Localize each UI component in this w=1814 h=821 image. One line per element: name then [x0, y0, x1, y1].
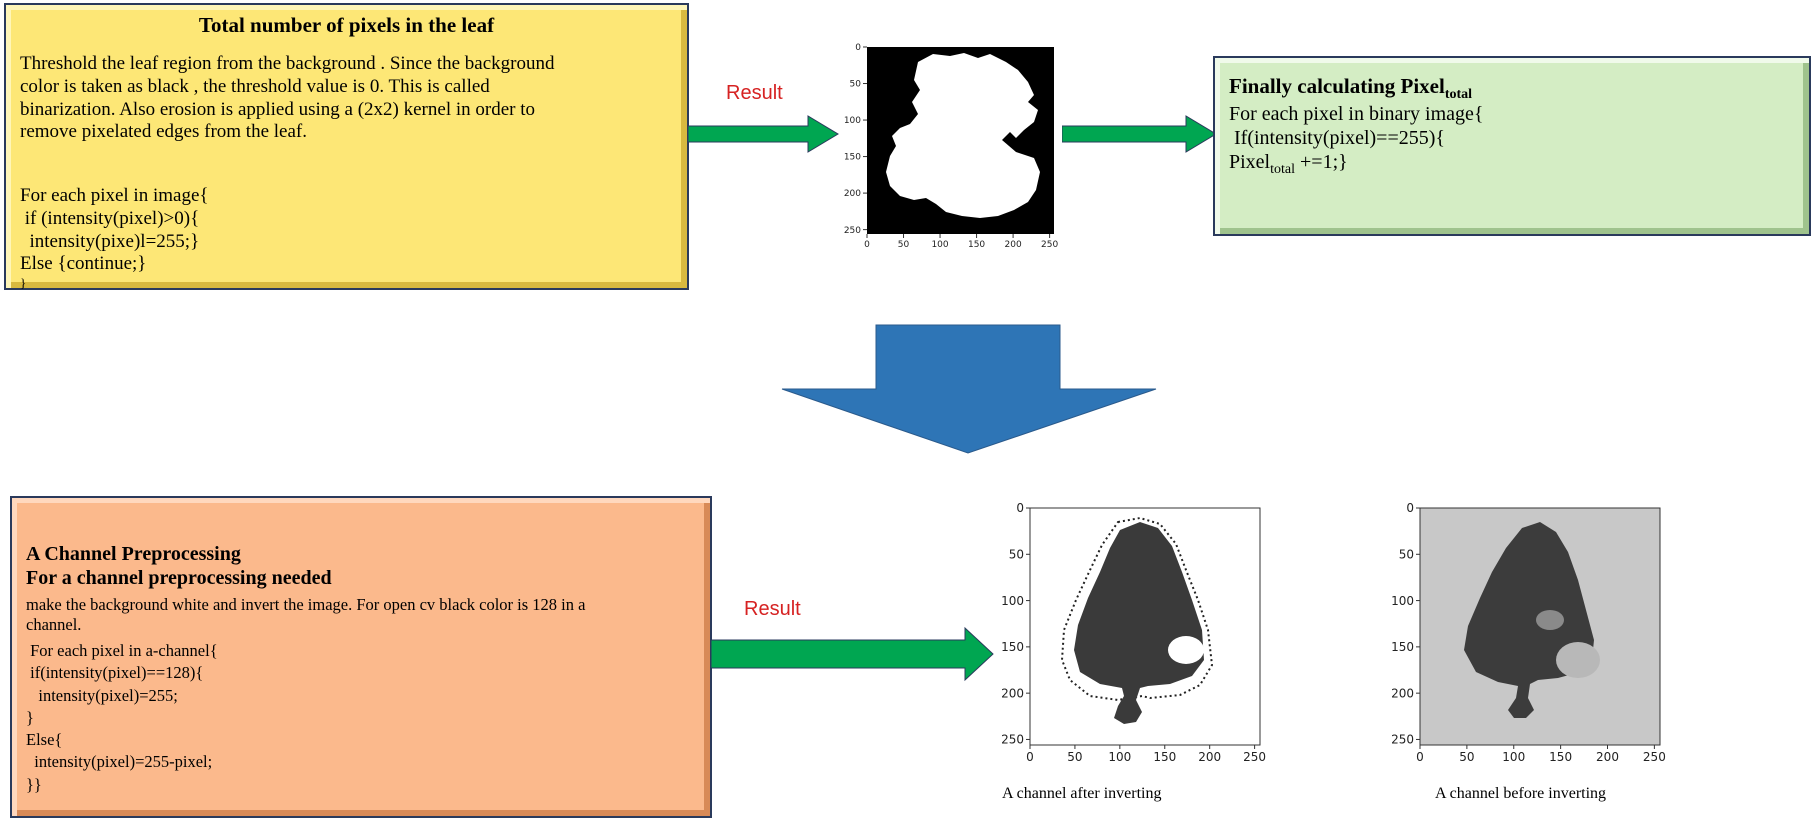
- after-plot-y-tick-label: 150: [1001, 640, 1024, 654]
- before-plot-y-tick-label: 200: [1391, 686, 1414, 700]
- result-label-bottom: Result: [744, 598, 801, 620]
- after-plot-y-tick-label: 200: [1001, 686, 1024, 700]
- threshold-box-title: Total number of pixels in the leaf: [198, 13, 495, 37]
- binary-plot-y-tick-label: 0: [855, 43, 861, 53]
- after-plot-y-tick-label: 250: [1001, 733, 1024, 747]
- before-plot-y-tick-label: 150: [1391, 640, 1414, 654]
- green-arrow-bottom: [711, 626, 994, 682]
- result-label-top: Result: [726, 82, 783, 104]
- description-line: make the background white and invert the…: [26, 595, 586, 614]
- pixel-total-title: Finally calculating Pixeltotal: [1229, 74, 1472, 103]
- binary-plot-x-tick-label: 150: [968, 240, 985, 250]
- before-plot-x-tick-label: 0: [1416, 750, 1424, 764]
- code-line: For each pixel in a-channel{: [26, 641, 218, 660]
- before-plot-y-tick-label: 50: [1399, 547, 1414, 561]
- code-line: }: [26, 707, 34, 727]
- after-leaf-speckle: [1060, 516, 1214, 702]
- after-plot-y-tick-label: 100: [1001, 594, 1024, 608]
- after-plot-x-tick-label: 50: [1067, 750, 1082, 764]
- threshold-box: Total number of pixels in the leaf Thres…: [4, 3, 689, 290]
- description-line: binarization. Also erosion is applied us…: [20, 98, 535, 120]
- code-line: For each pixel in binary image{: [1229, 103, 1484, 125]
- binary-plot-y-tick-label: 50: [850, 80, 862, 90]
- description-line: remove pixelated edges from the leaf.: [20, 121, 307, 143]
- code-line: intensity(pixe)l=255;}: [20, 230, 200, 252]
- before-plot-y-tick-label: 100: [1391, 594, 1414, 608]
- after-plot-y-tick-label: 0: [1016, 501, 1024, 515]
- a-channel-before-caption: A channel before inverting: [1435, 785, 1607, 802]
- after-plot-y-tick-label: 50: [1009, 547, 1024, 561]
- binary-plot-x-tick-label: 0: [864, 240, 870, 250]
- code-line: If(intensity(pixel)==255){: [1229, 127, 1445, 149]
- before-plot-x-tick-label: 50: [1459, 750, 1474, 764]
- binary-plot-x-tick-label: 100: [931, 240, 948, 250]
- binary-plot-x-tick-label: 200: [1005, 240, 1022, 250]
- binary-plot-x-tick-label: 50: [898, 240, 910, 250]
- code-line: Else {continue;}: [20, 253, 147, 275]
- before-plot-x-tick-label: 100: [1502, 750, 1525, 764]
- a-channel-box: A Channel Preprocessing For a channel pr…: [10, 496, 712, 818]
- a-channel-description: make the background white and invert the…: [26, 595, 585, 635]
- a-channel-code: For each pixel in a-channel{ if(intensit…: [26, 640, 218, 796]
- binary-plot-y-tick-label: 100: [844, 116, 861, 126]
- after-plot-x-tick-label: 250: [1243, 750, 1266, 764]
- code-line: if (intensity(pixel)>0){: [20, 207, 200, 229]
- binary-plot-y-tick-label: 250: [844, 226, 861, 236]
- code-line: intensity(pixel)=255;: [26, 685, 178, 705]
- after-leaf-shape: [1074, 522, 1204, 724]
- pixel-total-box: Finally calculating Pixeltotal For each …: [1213, 56, 1811, 236]
- binary-plot-y-tick-label: 200: [844, 189, 861, 199]
- after-leaf-hole: [1168, 636, 1204, 664]
- a-channel-title-1: A Channel Preprocessing: [26, 543, 241, 565]
- description-line: Threshold the leaf region from the backg…: [20, 53, 555, 74]
- pixel-total-title-main: Finally calculating Pixel: [1229, 74, 1445, 98]
- before-plot-y-tick-label: 250: [1391, 733, 1414, 747]
- binary-leaf-shape: [886, 53, 1040, 218]
- before-leaf-light-region: [1556, 642, 1600, 678]
- before-plot-x-tick-label: 250: [1643, 750, 1666, 764]
- after-plot-x-tick-label: 100: [1108, 750, 1131, 764]
- before-plot-x-tick-label: 150: [1549, 750, 1572, 764]
- code-line: For each pixel in image{: [20, 185, 209, 206]
- description-line: color is taken as black , the threshold …: [20, 75, 490, 97]
- before-plot-x-tick-label: 200: [1596, 750, 1619, 764]
- pixel-total-title-sub: total: [1444, 87, 1473, 103]
- binary-plot-y-tick-label: 150: [844, 153, 861, 163]
- pixel-total-code: For each pixel in binary image{ If(inten…: [1229, 102, 1484, 179]
- after-plot-x-tick-label: 0: [1026, 750, 1034, 764]
- before-leaf-mid-region: [1536, 610, 1564, 630]
- code-line: Pixeltotal +=1;}: [1229, 151, 1348, 177]
- code-line: Else{: [26, 730, 63, 750]
- after-plot-x-tick-label: 150: [1153, 750, 1176, 764]
- before-plot-y-tick-label: 0: [1406, 501, 1414, 515]
- code-line: }}: [26, 774, 42, 794]
- a-channel-after-caption: A channel after inverting: [1002, 785, 1162, 802]
- description-line: channel.: [26, 614, 82, 634]
- code-line: }: [20, 275, 27, 291]
- blue-down-arrow: [781, 324, 1157, 454]
- code-line: intensity(pixel)=255-pixel;: [26, 752, 213, 772]
- code-line: if(intensity(pixel)==128){: [26, 663, 204, 683]
- a-channel-title: A Channel Preprocessing For a channel pr…: [26, 542, 332, 590]
- a-channel-title-2: For a channel preprocessing needed: [26, 567, 332, 589]
- binary-plot-x-tick-label: 250: [1041, 240, 1058, 250]
- green-arrow-top-right: [1062, 115, 1217, 153]
- after-plot-x-tick-label: 200: [1198, 750, 1221, 764]
- green-arrow-top-left: [688, 115, 839, 153]
- threshold-box-code: For each pixel in image{ if (intensity(p…: [20, 185, 209, 289]
- threshold-box-description: Threshold the leaf region from the backg…: [20, 53, 554, 144]
